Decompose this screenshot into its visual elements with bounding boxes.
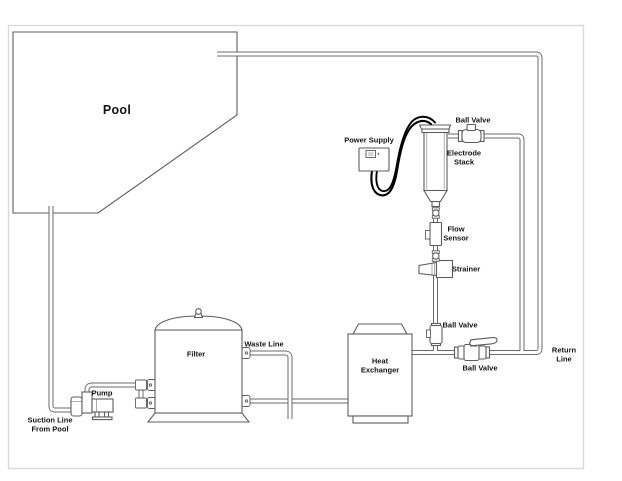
pump bbox=[70, 391, 114, 421]
power-supply-label: Power Supply bbox=[344, 135, 394, 145]
strainer-label: Strainer bbox=[451, 264, 481, 274]
ball-valve-branch-label: Ball Valve bbox=[442, 320, 478, 330]
ball-valve-return bbox=[453, 337, 498, 362]
flow-sensor bbox=[425, 221, 443, 247]
return-line-label: Return Line bbox=[551, 345, 577, 364]
return-line-pipe bbox=[217, 51, 543, 355]
pipe-unions bbox=[147, 347, 251, 409]
waste-line-label: Waste Line bbox=[244, 339, 284, 349]
pool-outline bbox=[12, 31, 238, 214]
electrode-stack-label: Electrode Stack bbox=[446, 148, 482, 167]
strainer bbox=[418, 259, 454, 279]
pipe-couplers bbox=[431, 207, 440, 262]
pump-to-filter-pipes bbox=[84, 379, 150, 409]
filter-label: Filter bbox=[186, 349, 206, 359]
heat-exchanger bbox=[347, 323, 413, 424]
ball-valve-return-label: Ball Valve bbox=[462, 363, 498, 373]
power-cables bbox=[370, 115, 436, 197]
pump-label: Pump bbox=[91, 388, 113, 398]
pool-label: Pool bbox=[102, 103, 132, 118]
filter-tank bbox=[146, 308, 251, 423]
ball-valve-branch bbox=[426, 322, 443, 347]
suction-line-label: Suction Line From Pool bbox=[27, 415, 73, 434]
waste-line-pipe bbox=[250, 350, 293, 419]
flow-sensor-label: Flow Sensor bbox=[443, 224, 469, 243]
ball-valve-top-label: Ball Valve bbox=[455, 115, 491, 125]
power-supply-box bbox=[358, 147, 390, 172]
heat-exchanger-label: Heat Exchanger bbox=[360, 356, 400, 375]
suction-line-pipe bbox=[48, 206, 72, 413]
ball-valve-top bbox=[457, 123, 485, 144]
electrode-stack bbox=[418, 124, 452, 208]
page-frame bbox=[7, 24, 585, 470]
